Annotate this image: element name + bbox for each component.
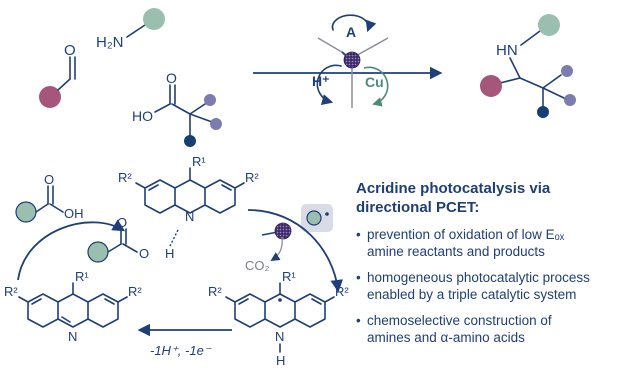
triple-catalysis-wheel: A H⁺ Cu [312,14,389,108]
catalyst-icon [274,222,292,240]
acridine-h-complex: R¹ R² R² N H O O [87,154,259,263]
acid-structure: HO O [132,70,222,147]
mechanism-acid: O OH [15,172,84,223]
svg-text:O: O [44,172,54,187]
svg-text:H: H [276,353,285,368]
aldehyde-structure: O [39,42,76,108]
panel-title-line2: directional PCET: [356,199,479,216]
svg-text:•: • [356,313,361,328]
step-label: -1H⁺, -1e⁻ [150,343,212,358]
r-group-magenta [39,86,61,108]
svg-text:R²: R² [245,170,259,185]
product-r-sage [538,14,560,36]
acid-oh-label: OH [64,206,84,221]
svg-text:H: H [165,246,174,261]
svg-text:R²: R² [4,284,18,299]
aldehyde-oxygen: O [64,42,76,59]
svg-text:N: N [275,329,284,344]
r-group-navy [184,135,196,147]
bullet-1-line1: prevention of oxidation of low Eₒₓ [367,227,565,242]
svg-text:O: O [166,70,177,86]
photocatalyst-icon [343,51,361,69]
decarboxylation-step: CO₂ [245,204,343,293]
r-group-lavender [204,94,216,106]
bullet-2-line1: homogeneous photocatalytic process [367,270,590,285]
amine-label: H₂N [96,34,124,51]
svg-text:R¹: R¹ [282,269,296,284]
cycle-a-arrow [331,14,377,33]
svg-text:N: N [68,329,77,344]
svg-text:•: • [356,227,361,242]
product-structure: HN [480,14,576,118]
r-group-lavender-2 [210,118,222,130]
acridinyl-radical: R¹ R² R² N H [208,269,349,368]
bullet-3-line1: chemoselective construction of [367,313,552,328]
cycle-arrow-right [247,209,343,293]
cycle-h-label: H⁺ [312,73,330,89]
panel-title-line1: Acridine photocatalysis via [356,180,551,197]
svg-text:R²: R² [118,170,132,185]
bullet-2-line2: enabled by a triple catalytic system [367,287,576,302]
svg-text:•: • [356,270,361,285]
svg-text:R²: R² [208,284,222,299]
bullet-3-line2: amines and α-amino acids [367,330,525,345]
acridine-catalyst: R¹ R² R² N [4,269,142,344]
svg-text:O: O [139,246,149,261]
bullet-1-line2: amine reactants and products [367,244,545,259]
svg-text:R²: R² [128,284,142,299]
co2-label: CO₂ [245,258,270,273]
cycle-h-arrow [316,64,342,105]
svg-text:R¹: R¹ [192,154,206,169]
r-group-sage [143,8,165,30]
summary-panel: Acridine photocatalysis via directional … [356,180,590,345]
radical-icon [306,210,322,226]
svg-text:N: N [185,209,194,224]
cycle-a-label: A [346,24,356,40]
svg-text:R²: R² [335,284,349,299]
product-r-magenta [480,75,502,97]
svg-text:R¹: R¹ [75,269,89,284]
acid-ho-label: HO [132,108,153,124]
cycle-cu-label: Cu [365,74,384,90]
cycle-arrow-left [17,219,126,281]
amine-structure: H₂N [96,8,165,51]
cycle-cu-arrow [363,66,389,107]
product-hn-label: HN [496,42,518,59]
